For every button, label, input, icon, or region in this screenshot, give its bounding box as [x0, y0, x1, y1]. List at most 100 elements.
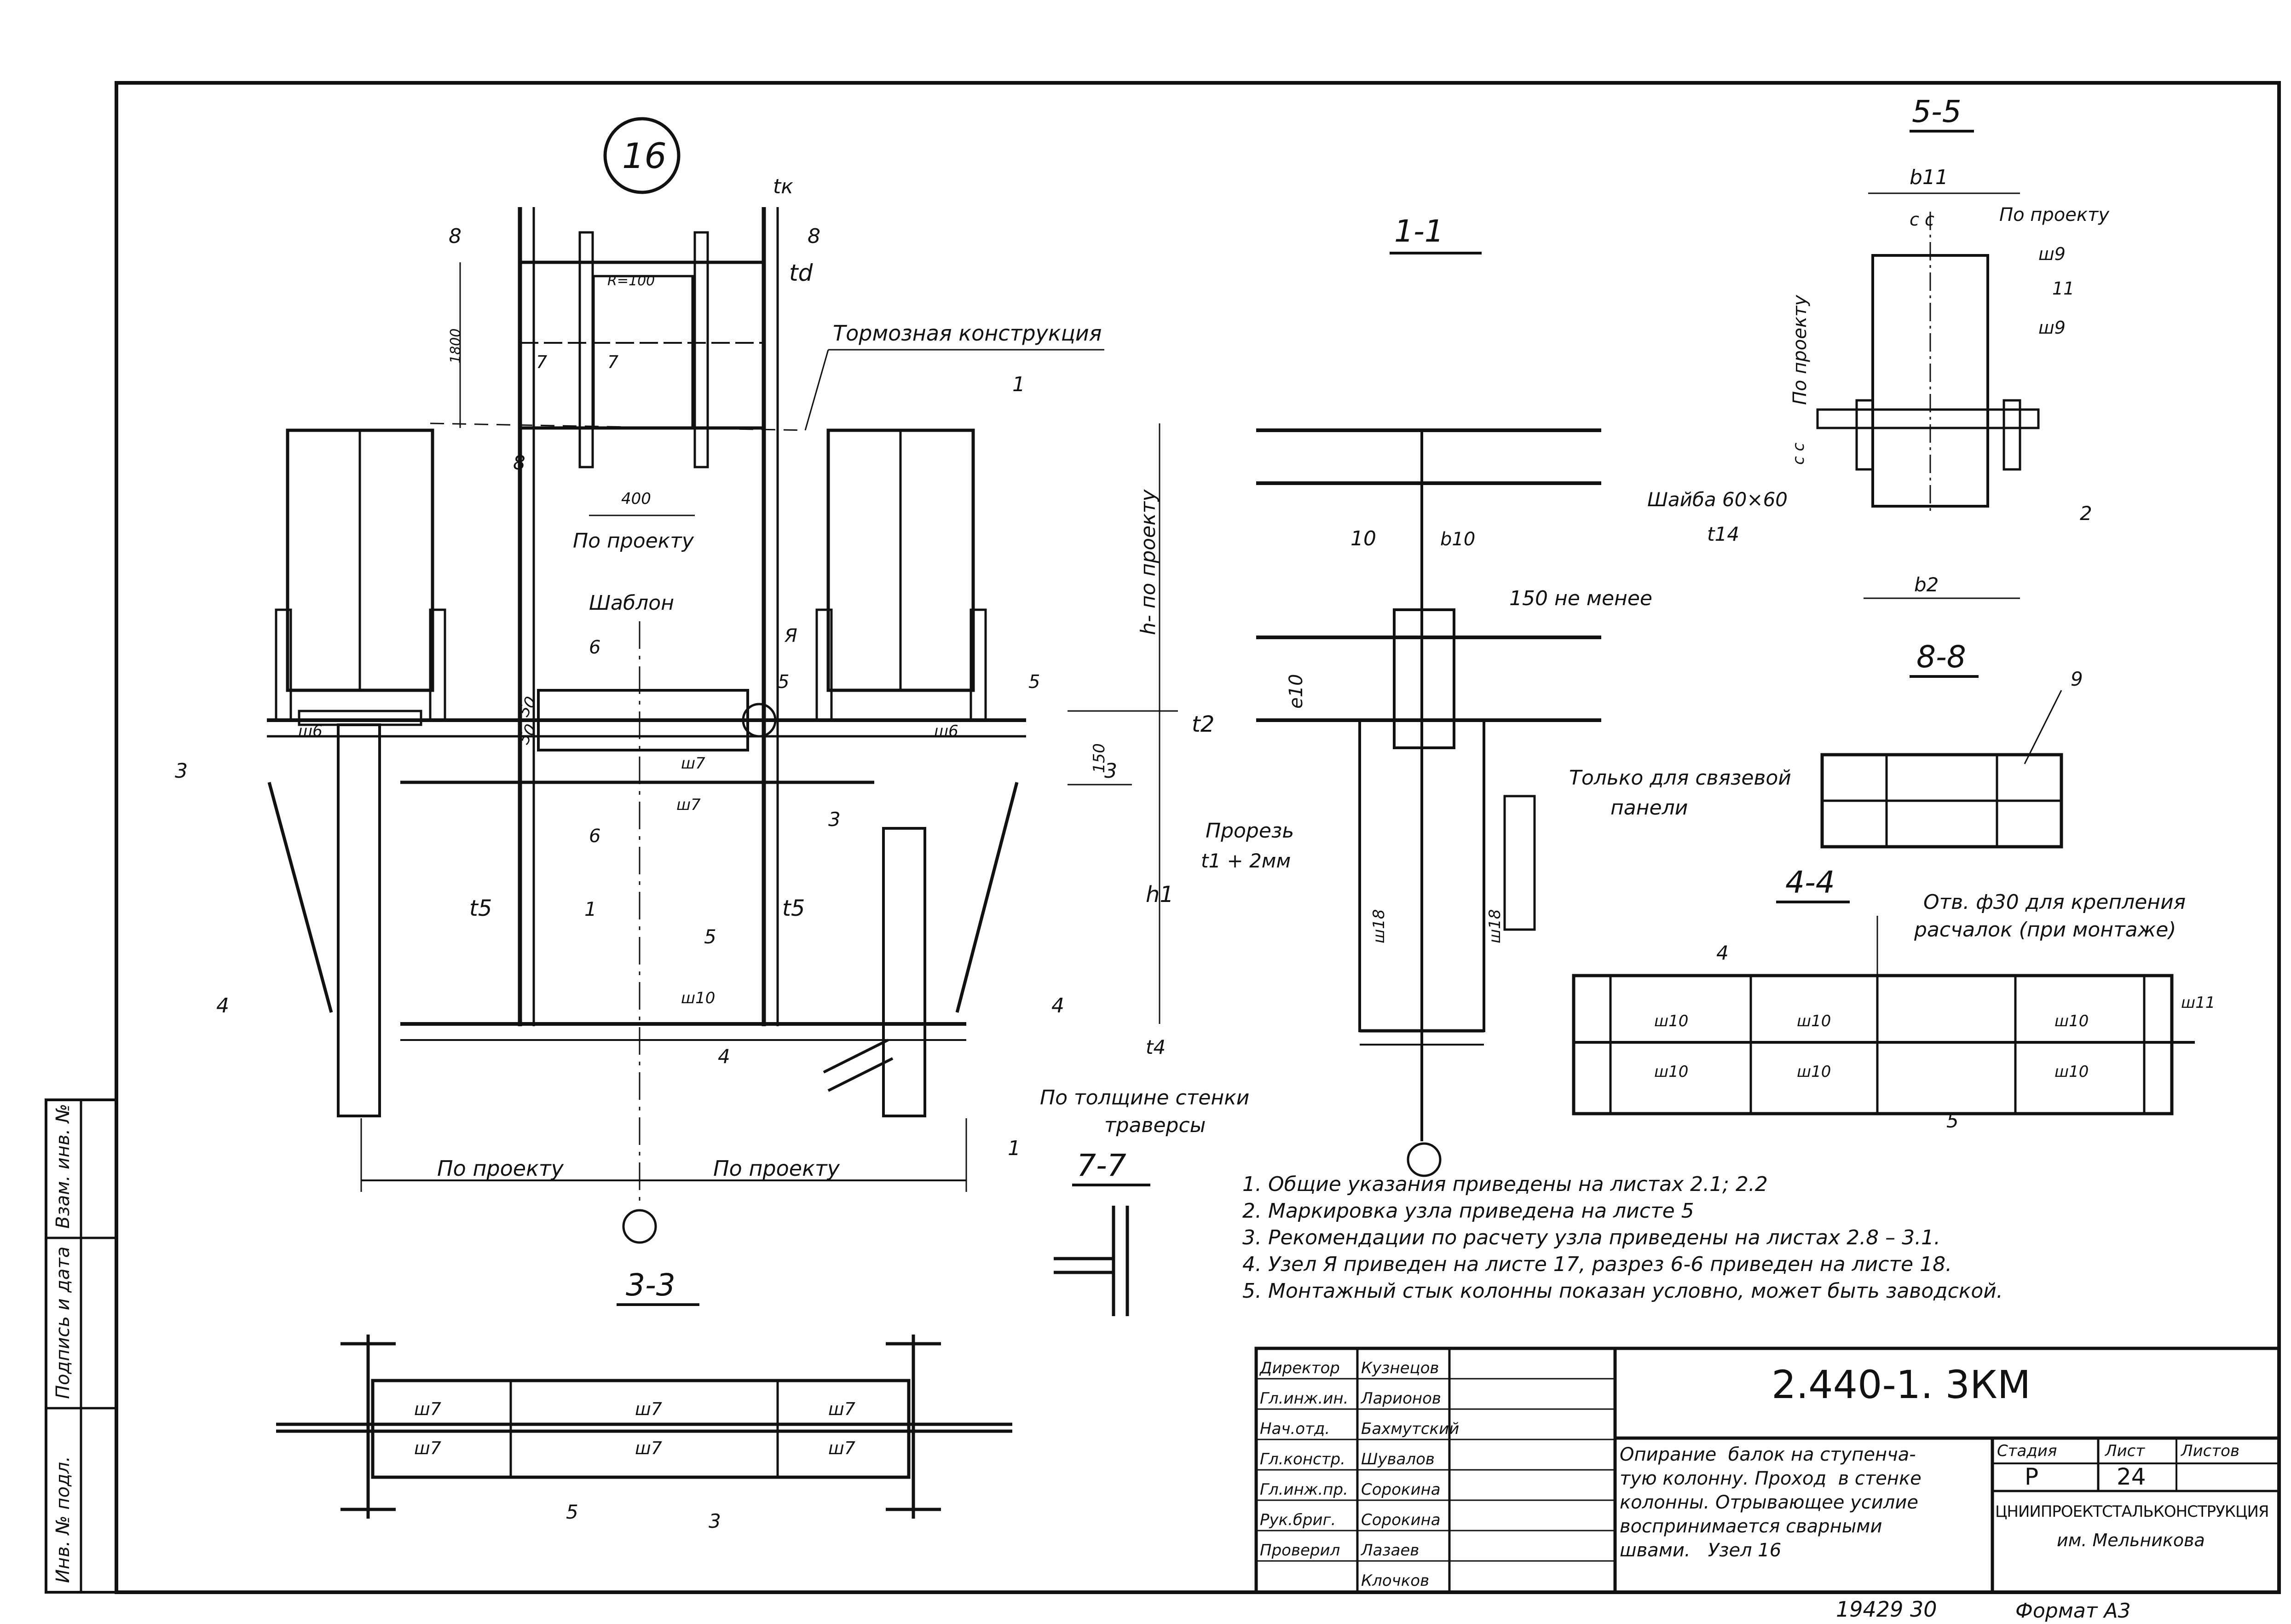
svg-text:По проекту: По проекту — [1789, 295, 1811, 405]
note-3: 3. Рекомендации по расчету узла приведен… — [1242, 1226, 1941, 1249]
svg-text:3: 3 — [709, 1510, 721, 1532]
svg-text:Тормозная конструкция: Тормозная конструкция — [833, 321, 1102, 346]
svg-text:5: 5 — [566, 1501, 578, 1523]
section-1-1: 1-1 10 b10 e10 150 не менее Только для с… — [1201, 214, 1791, 1177]
tb-role: Проверил — [1260, 1541, 1340, 1560]
svg-text:150 не менее: 150 не менее — [1509, 587, 1652, 610]
svg-text:b11: b11 — [1910, 166, 1948, 189]
svg-text:расчалок (при монтаже): расчалок (при монтаже) — [1914, 918, 2176, 942]
svg-text:По проекту: По проекту — [713, 1156, 840, 1181]
node-badge: 16 — [603, 117, 681, 194]
svg-text:ш10: ш10 — [1797, 1063, 1831, 1081]
tb-name: Сорокина — [1361, 1511, 1441, 1529]
svg-text:1-1: 1-1 — [1394, 214, 1444, 249]
note-2: 2. Маркировка узла приведена на листе 5 — [1242, 1199, 1694, 1223]
svg-text:ш9: ш9 — [2038, 318, 2066, 338]
svg-text:c c: c c — [1789, 442, 1808, 465]
svg-text:По проекту: По проекту — [437, 1156, 564, 1181]
svg-text:6: 6 — [589, 637, 600, 658]
side-stamp: Инв. № подл. Подпись и дата Взам. инв. № — [45, 1098, 118, 1594]
svg-text:Прорезь: Прорезь — [1206, 819, 1294, 843]
stamp-replace-inv: Взам. инв. № — [52, 1104, 74, 1229]
svg-text:6: 6 — [589, 826, 600, 847]
main-elevation-labels: tк td Тормозная конструкция R=100 400 18… — [175, 175, 1249, 1181]
svg-text:7-7: 7-7 — [1077, 1148, 1126, 1183]
svg-text:ш9: ш9 — [2038, 244, 2066, 264]
svg-text:3: 3 — [828, 808, 841, 831]
svg-text:Шайба 60×60: Шайба 60×60 — [1647, 488, 1788, 511]
tb-name: Бахмутский — [1361, 1420, 1460, 1438]
svg-text:5-5: 5-5 — [1912, 94, 1962, 129]
svg-text:h1: h1 — [1146, 882, 1174, 907]
svg-text:Шаблон: Шаблон — [589, 591, 674, 615]
svg-text:3: 3 — [1104, 759, 1117, 783]
tb-role: Гл.инж.пр. — [1260, 1480, 1348, 1499]
svg-text:ш10: ш10 — [2054, 1063, 2089, 1081]
svg-text:5: 5 — [778, 671, 789, 693]
svg-text:8: 8 — [808, 225, 820, 248]
svg-text:5: 5 — [704, 925, 716, 948]
svg-text:Только для связевой: Только для связевой — [1569, 766, 1791, 790]
tb-stage-head: Стадия — [1997, 1442, 2057, 1460]
tb-name: Сорокина — [1361, 1480, 1441, 1499]
svg-text:8-8: 8-8 — [1916, 639, 1966, 675]
tb-title: Опирание балок на ступенча- тую колонну.… — [1620, 1444, 1922, 1561]
svg-text:ш7: ш7 — [414, 1399, 441, 1419]
tb-roles: Директор Гл.инж.ин. Нач.отд. Гл.констр. … — [1260, 1353, 1348, 1566]
svg-text:По толщине стенки: По толщине стенки — [1040, 1086, 1249, 1110]
tb-stage: Р — [2025, 1463, 2039, 1490]
tb-name: Кузнецов — [1361, 1359, 1439, 1377]
svg-text:8: 8 — [449, 225, 462, 248]
stamp-inv-no: Инв. № подл. — [52, 1456, 74, 1583]
svg-text:траверсы: траверсы — [1104, 1114, 1206, 1137]
svg-text:7: 7 — [607, 352, 618, 372]
svg-text:ш7: ш7 — [828, 1399, 855, 1419]
tb-role: Рук.бриг. — [1260, 1511, 1336, 1529]
svg-text:1: 1 — [1012, 373, 1025, 396]
svg-text:4-4: 4-4 — [1785, 865, 1835, 900]
footer-number: 19429 30 — [1836, 1597, 1937, 1622]
svg-text:ш10: ш10 — [2054, 1012, 2089, 1030]
svg-text:По проекту: По проекту — [1999, 204, 2110, 225]
svg-text:5: 5 — [1946, 1110, 1959, 1132]
svg-text:4: 4 — [1051, 994, 1064, 1017]
tb-sheet: 24 — [2117, 1463, 2146, 1490]
svg-text:ш7: ш7 — [414, 1438, 441, 1458]
tb-name: Ларионов — [1361, 1389, 1441, 1408]
tb-name: Шувалов — [1361, 1450, 1435, 1468]
tb-role: Гл.констр. — [1260, 1450, 1345, 1468]
template-plate — [537, 689, 749, 751]
svg-text:4: 4 — [1716, 942, 1729, 964]
svg-text:td: td — [789, 260, 813, 286]
svg-text:7: 7 — [536, 352, 547, 372]
svg-text:t2: t2 — [1192, 711, 1214, 737]
section-3-3: 3-3 ш7 ш7 ш7 ш7 ш7 ш7 5 3 — [276, 1267, 1012, 1532]
svg-text:c c: c c — [1910, 209, 1934, 230]
section-8-8: 8-8 9 — [1820, 639, 2083, 849]
svg-text:16: 16 — [622, 135, 667, 176]
svg-text:ш6: ш6 — [298, 722, 323, 740]
svg-text:8: 8 — [513, 451, 525, 474]
svg-text:ш7: ш7 — [635, 1438, 662, 1458]
tb-sheet-head: Лист — [2105, 1442, 2145, 1460]
svg-text:ш7: ш7 — [635, 1399, 662, 1419]
section-5-5: 5-5 b11 c c По проекту По проекту c c ш9… — [1647, 94, 2110, 599]
main-elevation — [267, 207, 1178, 1244]
svg-text:ш10: ш10 — [1654, 1063, 1688, 1081]
svg-text:R=100: R=100 — [607, 273, 655, 289]
tb-name: Лазаев — [1361, 1541, 1420, 1560]
svg-text:t1 + 2мм: t1 + 2мм — [1201, 850, 1291, 872]
svg-text:400: 400 — [621, 490, 651, 508]
svg-text:Отв. ф30 для крепления: Отв. ф30 для крепления — [1923, 890, 2186, 914]
svg-text:e10: e10 — [1286, 674, 1307, 709]
note-4: 4. Узел Я приведен на листе 17, разрез 6… — [1242, 1253, 1952, 1276]
sheet-frame — [115, 81, 2281, 1594]
svg-text:10: 10 — [1350, 527, 1376, 550]
svg-text:b2: b2 — [1914, 573, 1939, 596]
svg-text:1800: 1800 — [448, 329, 464, 364]
svg-text:11: 11 — [2052, 278, 2074, 299]
svg-text:По проекту: По проекту — [573, 529, 694, 553]
svg-text:t5: t5 — [782, 896, 805, 921]
svg-text:5: 5 — [1028, 671, 1040, 693]
